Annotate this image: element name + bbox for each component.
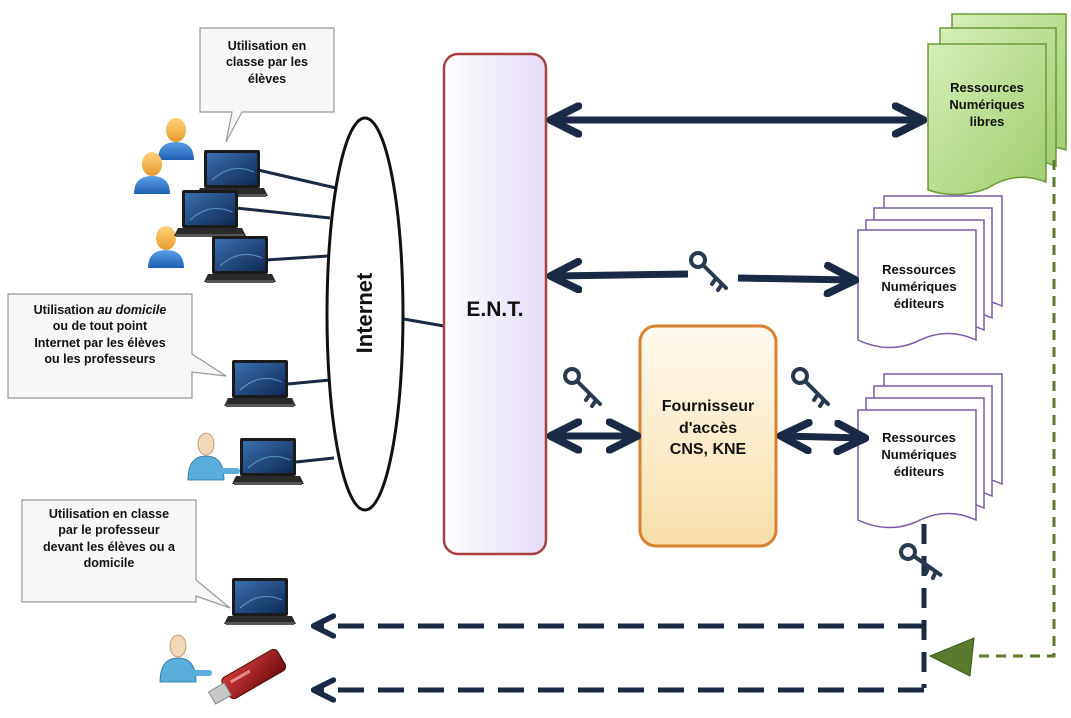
provider-line: d'accès <box>678 419 738 437</box>
callout-text-fragment: au domicile <box>97 303 167 317</box>
teacher-icon <box>159 634 213 683</box>
callout-home-access <box>7 293 227 399</box>
publishers-resources-label-2: Ressources Numériques éditeurs <box>860 430 978 481</box>
callout-text-fragment: ou de tout point <box>52 319 148 334</box>
free-resources-label: Ressources Numériques libres <box>928 80 1046 131</box>
callout-teacher-text: Utilisation en classe par le professeur … <box>22 506 196 571</box>
download-dashed-lines <box>316 524 927 690</box>
provider-label: Fournisseur d'accès CNS, KNE <box>640 396 776 461</box>
laptop-icon <box>195 149 269 198</box>
bidirectional-arrows <box>554 120 920 438</box>
usb-key-icon <box>207 648 287 705</box>
laptop-icon <box>173 189 247 238</box>
callout-teacher <box>21 499 231 609</box>
callout-line: Utilisation en <box>227 39 307 53</box>
resource-line: Ressources <box>882 262 956 277</box>
teacher-icon <box>187 432 241 481</box>
callout-text-fragment: Internet par les élèves <box>34 335 166 350</box>
resource-line: éditeurs <box>893 295 945 311</box>
callout-classroom-students <box>199 27 335 143</box>
provider-line: CNS, KNE <box>669 441 747 459</box>
ent-box <box>442 52 548 556</box>
ent-label: E.N.T. <box>466 298 524 321</box>
laptop-icon <box>231 437 305 486</box>
provider-line: Fournisseur <box>661 398 755 415</box>
callout-line: élèves <box>247 71 287 86</box>
resource-line: Numériques <box>881 278 957 294</box>
key-icon <box>897 538 943 585</box>
resource-line: Numériques <box>881 446 957 462</box>
publishers-resources-label-1: Ressources Numériques éditeurs <box>860 262 978 313</box>
device-connection-lines <box>235 168 445 464</box>
callout-line: par le professeur <box>58 523 160 538</box>
callout-line: classe par les <box>225 55 308 70</box>
laptop-icon <box>223 577 297 626</box>
laptop-icon <box>203 235 277 284</box>
resource-line: Numériques <box>949 96 1025 112</box>
callout-line: ou les professeurs <box>8 351 192 367</box>
laptop-icon <box>223 359 297 408</box>
free-resources-stack <box>927 13 1067 196</box>
key-icon <box>689 251 728 292</box>
callout-line: Utilisation au domicile <box>8 302 192 318</box>
callout-classroom-students-text: Utilisation en classe par les élèves <box>200 38 334 87</box>
callout-text-fragment: ou les professeurs <box>44 351 156 366</box>
resource-line: Ressources <box>950 80 1024 95</box>
key-icon <box>791 367 830 408</box>
resource-line: Ressources <box>882 430 956 445</box>
person-icon <box>158 118 194 160</box>
callout-text-fragment: Utilisation <box>33 303 98 317</box>
key-icon <box>563 367 602 408</box>
callout-line: domicile <box>83 555 135 570</box>
callout-line: ou de tout point <box>8 318 192 334</box>
internet-label: Internet <box>352 272 377 354</box>
callout-line: devant les élèves ou a <box>42 539 175 554</box>
resource-line: éditeurs <box>893 463 945 479</box>
callout-line: Utilisation en classe <box>48 507 170 521</box>
internet-ellipse <box>325 116 405 512</box>
callout-line: Internet par les élèves <box>8 335 192 351</box>
resource-line: libres <box>969 113 1005 129</box>
free-resources-dashed-line <box>928 160 1056 677</box>
